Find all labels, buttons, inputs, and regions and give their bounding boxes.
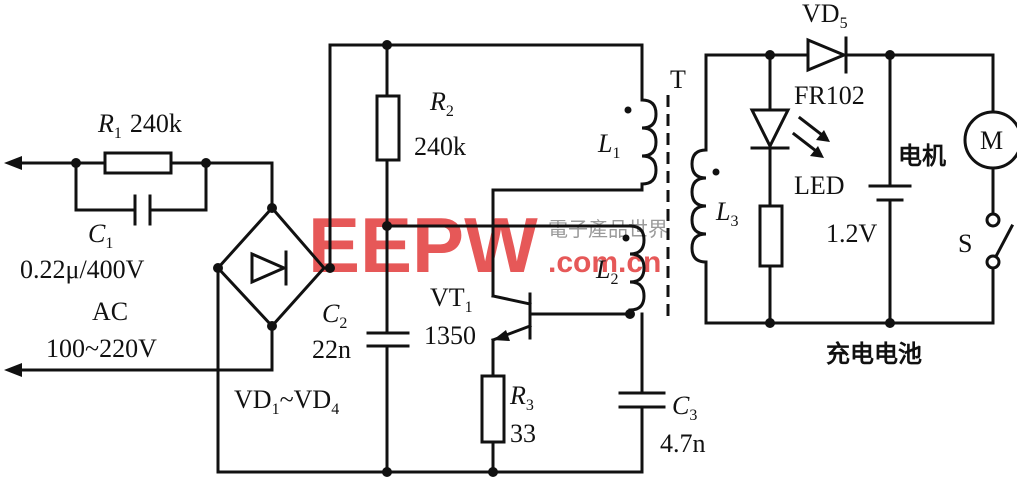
c2-label: C2 [322,299,347,332]
r3-label: R3 [509,381,534,414]
r3-resistor [480,374,506,444]
ac-label: AC [92,297,128,326]
motor-label: 电机 [898,142,946,170]
bridge-label: VD1~VD4 [234,385,339,418]
vd5-value: FR102 [794,81,865,110]
transformer [491,95,720,320]
l3-winding [690,148,708,264]
l2-winding [628,224,646,312]
r2-c2-column [366,43,632,474]
vd5-diode-icon [806,37,848,73]
r1-resistor [103,151,173,175]
vt1-transistor [480,292,635,474]
l1-label: L1 [597,129,620,162]
vt1-label: VT1 [430,283,473,316]
r2-value: 240k [414,132,466,161]
vd5-label: VD5 [802,0,848,32]
c1-label: C1 [88,219,113,252]
l1-winding [640,98,658,186]
emitter-arrow-icon [493,330,510,341]
c3-capacitor [618,312,666,474]
watermark-logo: EEPW [308,201,538,289]
r2-label: R2 [429,87,454,120]
c1-capacitor [74,161,208,226]
r3-value: 33 [510,419,536,448]
watermark-slogan: 電子產品世界 [548,217,668,241]
vt1-value: 1350 [424,321,476,350]
switch-contact-icon [985,212,1001,228]
ac-input-leads [4,156,274,377]
secondary-circuit [704,36,1017,328]
switch-label: S [958,229,972,258]
l3-label: L3 [715,197,738,230]
bridge-rectifier [213,161,335,474]
led-resistor [758,204,784,268]
led-icon [749,108,791,150]
r2-resistor [375,94,401,162]
battery-voltage: 1.2V [826,219,878,248]
c1-value: 0.22μ/400V [20,255,145,284]
l2-label: L2 [595,255,618,288]
c2-value: 22n [312,335,351,364]
c3-value: 4.7n [660,429,706,458]
bridge-diode-icon [250,251,288,285]
battery-label: 充电电池 [826,340,922,368]
c3-label: C3 [672,391,697,424]
ac-top-arrow-icon [4,156,22,170]
motor-m-label: M [980,126,1003,155]
ac-voltage: 100~220V [46,334,157,363]
led-label: LED [794,171,845,200]
transformer-label: T [670,65,686,94]
ac-bottom-arrow-icon [4,363,22,377]
